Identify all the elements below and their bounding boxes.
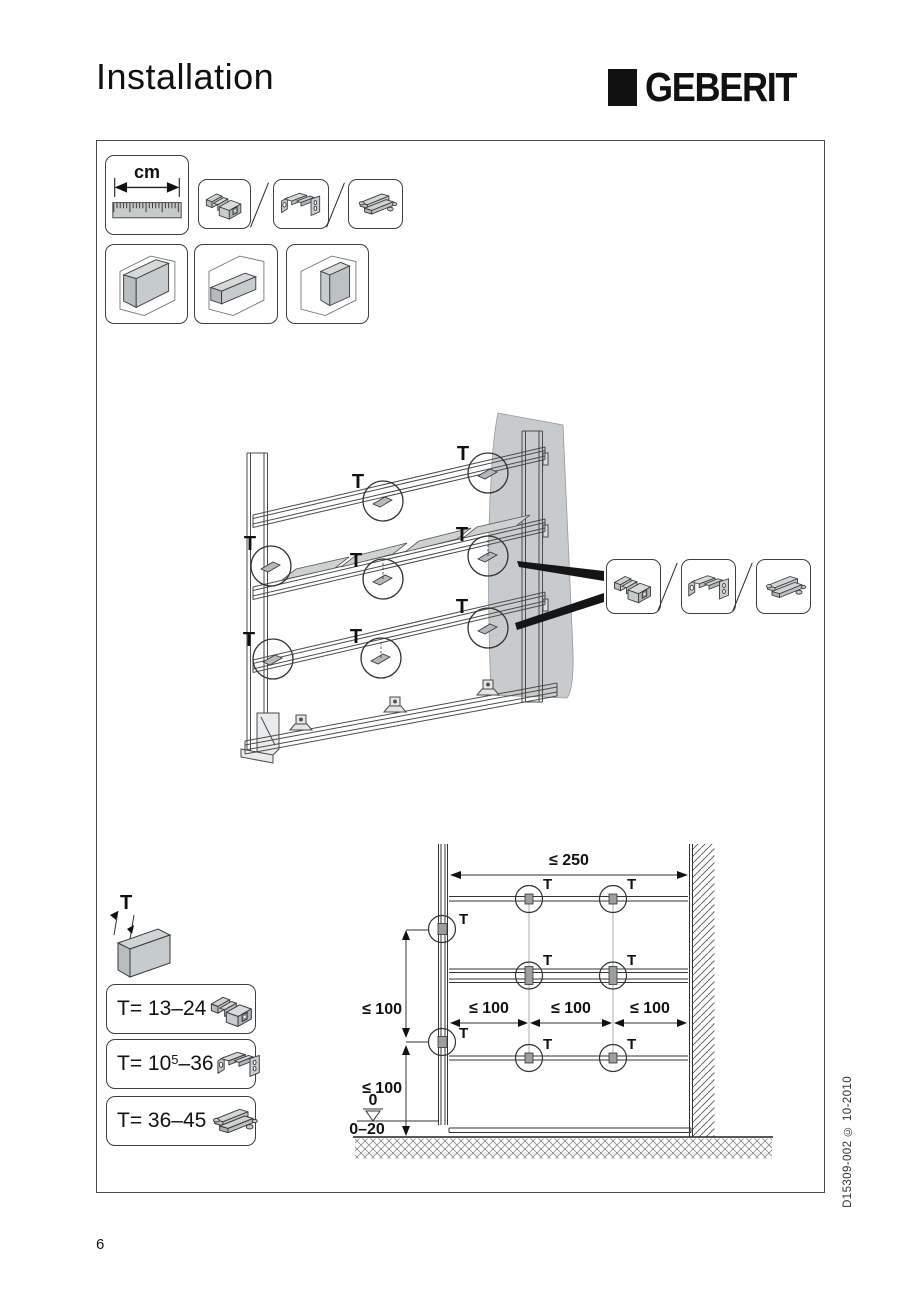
rail-profile-connector-icon — [760, 566, 808, 608]
document-code: D15309-002 © 10-2010 — [842, 1076, 854, 1208]
bracket-connector-icon — [278, 184, 324, 224]
mounting-plates — [281, 514, 531, 581]
floor-rail — [448, 1127, 692, 1133]
width-max-label: ≤ 250 — [549, 852, 589, 869]
cm-ruler-icon: cm — [112, 162, 182, 219]
rail-profile-connector-icon — [206, 1101, 260, 1141]
floor-offset-label: 0–20 — [349, 1121, 385, 1138]
t-label: T — [244, 533, 256, 555]
frame-assembly-figure: T T T T T T T T — [240, 412, 604, 764]
geberit-logo: GEBERIT — [608, 64, 817, 111]
t-label: T — [350, 550, 362, 572]
t-label: T — [627, 952, 636, 969]
footnote-marker: 5 — [171, 1052, 179, 1067]
figure-frame: cm — [96, 140, 825, 1193]
left-rail — [438, 844, 448, 1125]
v-spacing-dimensions: ≤ 100 ≤ 100 — [362, 929, 428, 1136]
datum-label: 0 — [369, 1092, 378, 1109]
wall-hatching — [692, 844, 715, 1137]
square-tube-connector-icon — [610, 566, 658, 608]
floor-hatching — [355, 1138, 772, 1159]
leader-arrow — [515, 593, 604, 630]
t-label: T — [543, 876, 552, 893]
connector-box-1 — [198, 179, 251, 229]
bracket-connector-icon — [685, 566, 733, 608]
slash-separator — [250, 182, 269, 228]
t-label: T — [543, 1036, 552, 1053]
page-number: 6 — [96, 1236, 105, 1253]
floor-foot-bracket — [288, 714, 314, 731]
floor-rail — [244, 679, 558, 755]
h-spacing-label: ≤ 100 — [551, 1000, 591, 1017]
floor-foot-bracket — [382, 696, 408, 713]
panel-horizontal-icon — [198, 248, 274, 320]
t-label: T — [120, 892, 132, 914]
square-tube-connector-icon — [202, 184, 248, 224]
width-dimension: ≤ 250 — [450, 852, 688, 879]
t-connector-glyphs — [260, 468, 498, 666]
t-fastener-circles — [427, 884, 628, 1073]
t-label: T — [456, 596, 468, 618]
variant-box-2: T= 105–36 — [106, 1039, 256, 1089]
datum-marker: 0 0–20 — [349, 1092, 438, 1138]
mounting-variant-box-2 — [194, 244, 278, 324]
connector-box-3 — [348, 179, 403, 229]
variant-box-1: T= 13–24 — [106, 984, 256, 1034]
panel-in-full-frame-icon — [109, 248, 185, 320]
logo-text: GEBERIT — [645, 64, 797, 110]
t-label: T — [350, 626, 362, 648]
dimension-figure: ≤ 250 ≤ 100 ≤ 100 ≤ 100 ≤ 100 ≤ 100 0 0–… — [349, 844, 773, 1159]
connector-box-2 — [273, 179, 329, 229]
thickness-arrow — [127, 925, 134, 934]
wall-surface — [488, 412, 574, 699]
t-label: T — [459, 911, 468, 928]
thickness-figure: T — [110, 892, 172, 978]
v-spacing-upper-label: ≤ 100 — [362, 1001, 402, 1018]
page-title: Installation — [96, 56, 275, 97]
connector-box-right-3 — [756, 559, 811, 614]
mounting-variant-box-1 — [105, 244, 188, 324]
panel-slab — [116, 928, 172, 978]
v-spacing-lower-label: ≤ 100 — [362, 1080, 402, 1097]
t-label: T — [243, 629, 255, 651]
h-spacing-dimensions: ≤ 100 ≤ 100 ≤ 100 — [450, 1000, 687, 1027]
t-label: T — [457, 443, 469, 465]
panel-vertical-icon — [290, 248, 366, 320]
bracket-connector-icon — [214, 1045, 264, 1083]
lower-rail — [449, 1055, 688, 1061]
wall-line — [689, 844, 693, 1137]
floor-foot-bracket — [475, 679, 501, 696]
cm-legend-box: cm — [105, 155, 189, 235]
cm-label: cm — [134, 162, 160, 182]
variant-box-3: T= 36–45 — [106, 1096, 256, 1146]
middle-rails — [449, 968, 688, 983]
t-label: T — [543, 952, 552, 969]
t-label: T — [627, 1036, 636, 1053]
t-label: T — [459, 1025, 468, 1042]
square-tube-connector-icon — [206, 989, 260, 1029]
connector-box-right-1 — [606, 559, 661, 614]
t-label: T — [456, 524, 468, 546]
left-vertical-rails — [240, 452, 280, 764]
mounting-variant-box-3 — [286, 244, 369, 324]
thickness-arrow — [110, 911, 118, 920]
t-label: T — [352, 471, 364, 493]
variant-label: T= 36–45 — [117, 1109, 207, 1132]
t-label: T — [627, 876, 636, 893]
t-detail-circles — [250, 452, 509, 680]
top-rail — [449, 896, 688, 902]
rail-profile-connector-icon — [353, 184, 399, 224]
connector-box-right-2 — [681, 559, 736, 614]
h-spacing-label: ≤ 100 — [630, 1000, 670, 1017]
variant-label: T= 13–24 — [117, 997, 207, 1020]
variant-label: T= 105–36 — [117, 1052, 214, 1075]
logo-square-icon — [608, 69, 637, 106]
leader-arrow — [517, 561, 604, 581]
h-spacing-label: ≤ 100 — [469, 1000, 509, 1017]
